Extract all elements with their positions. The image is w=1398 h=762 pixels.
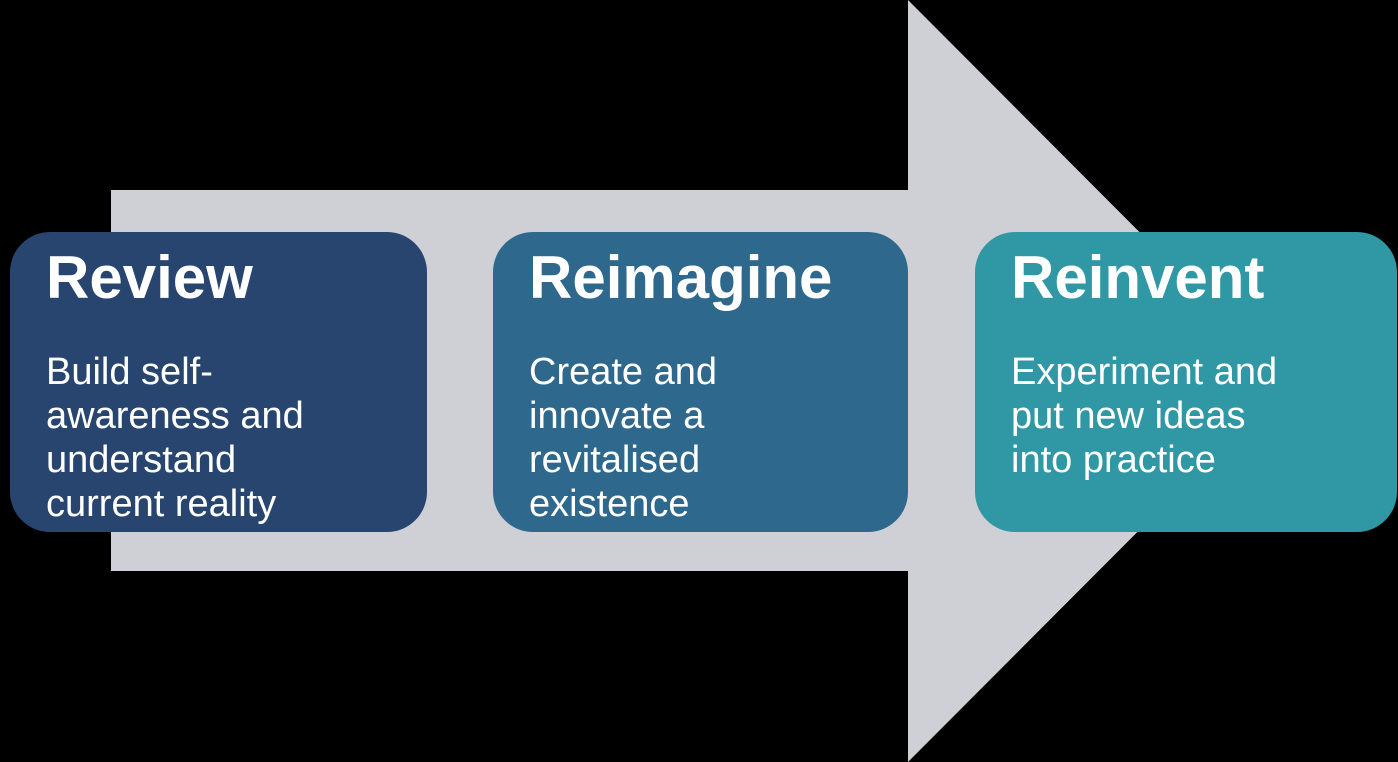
stage-title-reinvent: Reinvent <box>1011 244 1265 311</box>
stage-title-review: Review <box>46 244 253 311</box>
stage-description-reinvent: Experiment and put new ideas into practi… <box>1011 351 1278 481</box>
stage-description-reimagine: Create and innovate a revitalised existe… <box>529 351 718 525</box>
stage-card-reimagine: Reimagine Create and innovate a revitali… <box>493 232 908 532</box>
stage-card-reinvent: Reinvent Experiment and put new ideas in… <box>975 232 1397 532</box>
stage-title-reimagine: Reimagine <box>529 244 833 311</box>
stage-description-review: Build self- awareness and understand cur… <box>46 351 304 525</box>
stage-card-review: Review Build self- awareness and underst… <box>10 232 427 532</box>
